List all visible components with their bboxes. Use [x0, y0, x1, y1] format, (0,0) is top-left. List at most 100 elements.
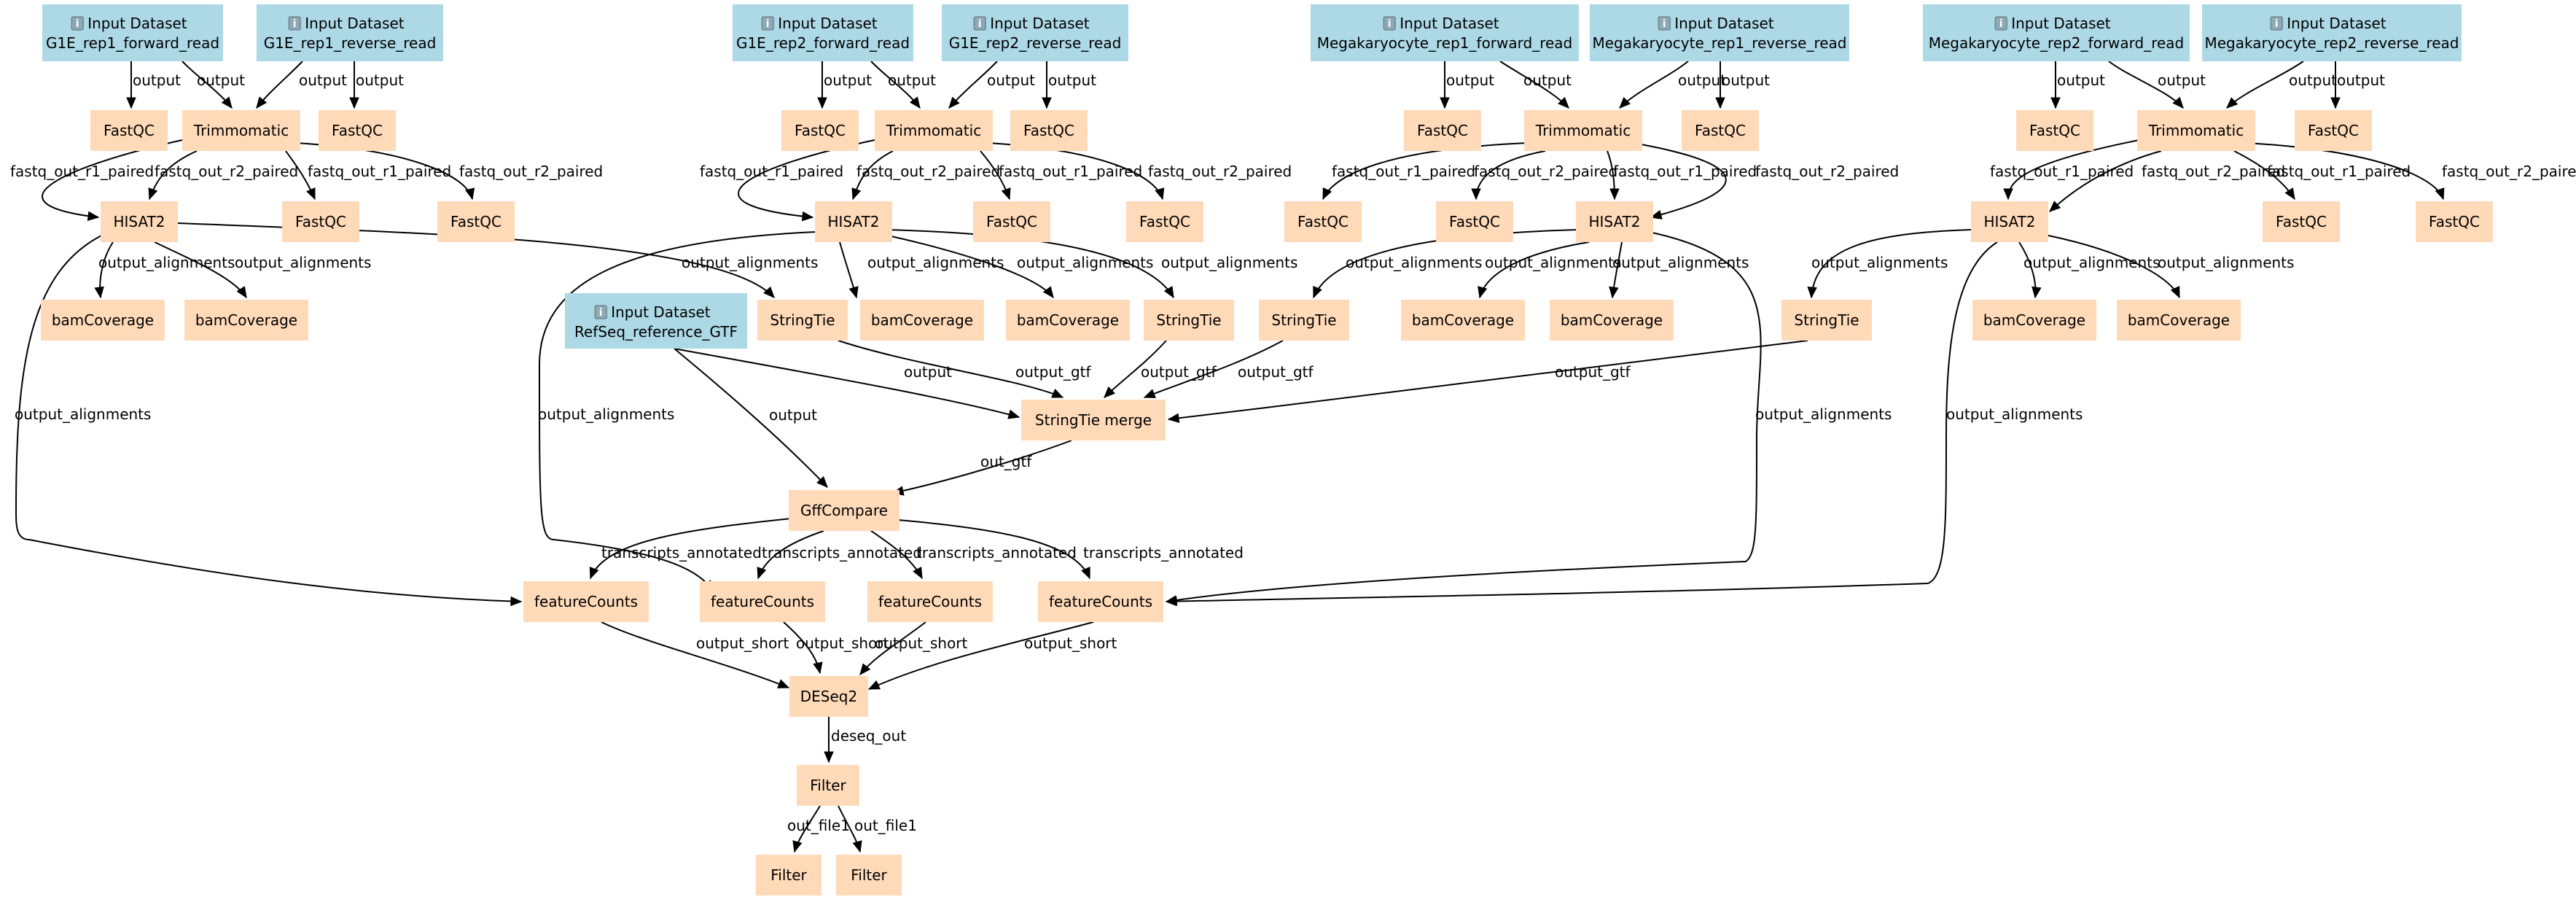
edge-label: fastq_out_r1_paired	[308, 163, 451, 180]
node-label: featureCounts	[878, 593, 982, 610]
node-box	[2416, 201, 2493, 242]
node-label: Filter	[851, 866, 887, 884]
edge-label: fastq_out_r2_paired	[1755, 163, 1899, 180]
node-fq8: FastQC	[2295, 110, 2372, 151]
node-label: FastQC	[795, 122, 846, 139]
node-box	[42, 4, 223, 61]
svg-text:i: i	[978, 18, 982, 30]
node-box	[1284, 201, 1362, 242]
edge-hs4-fc4	[1165, 241, 1998, 607]
edge-label: output_gtf	[1141, 363, 1217, 381]
edge-in2-tr1	[256, 61, 303, 109]
node-fc4: featureCounts	[1038, 581, 1163, 622]
edge-label: output_alignments	[1017, 254, 1153, 271]
info-icon: i	[973, 16, 986, 31]
edge-label: fastq_out_r2_paired	[2142, 163, 2285, 180]
node-box	[1404, 110, 1481, 151]
node-fc1: featureCounts	[523, 581, 649, 622]
edge-label: fastq_out_r1_paired	[1332, 163, 1475, 180]
node-fqg: FastQC	[2263, 201, 2340, 242]
arrowhead-icon	[1001, 187, 1011, 201]
arrowhead-icon	[1155, 187, 1165, 201]
edge-label: output_alignments	[1346, 254, 1482, 271]
arrowhead-icon	[2049, 201, 2061, 212]
node-st2: StringTie	[1144, 300, 1234, 341]
node-box	[875, 110, 993, 151]
edge-label: output_alignments	[15, 405, 151, 423]
arrowhead-icon	[1440, 97, 1450, 109]
node-label: FastQC	[2029, 122, 2080, 139]
edge-line	[1632, 142, 1727, 218]
edge-label: transcripts_annotated	[916, 544, 1077, 562]
edge-label: output_alignments	[2158, 254, 2294, 271]
node-hs4: HISAT2	[1971, 201, 2048, 242]
node-label: featureCounts	[711, 593, 814, 610]
edge-label: output_alignments	[538, 405, 674, 423]
edge-label: output_short	[1024, 634, 1117, 652]
arrowhead-icon	[1807, 287, 1817, 299]
node-label: FastQC	[1297, 213, 1349, 230]
node-label-type: Input Dataset	[2011, 15, 2111, 32]
node-gff: GffCompare	[789, 490, 899, 531]
node-box	[2295, 110, 2372, 151]
node-bc1: bamCoverage	[41, 300, 165, 341]
edge-label: transcripts_annotated	[762, 544, 922, 562]
node-label: StringTie	[1794, 311, 1859, 329]
edge-gff-fc1	[589, 517, 799, 580]
edge-label: output	[824, 71, 872, 89]
node-box	[319, 110, 396, 151]
node-fqh: FastQC	[2416, 201, 2493, 242]
node-fq5: FastQC	[1404, 110, 1481, 151]
arrowhead-icon	[1609, 286, 1619, 299]
svg-text:i: i	[766, 18, 770, 30]
edge-label: output	[769, 406, 817, 424]
node-hs3: HISAT2	[1576, 201, 1653, 242]
node-fo1: Filter	[756, 855, 821, 896]
node-box	[1436, 201, 1513, 242]
edge-hs3-fc3	[1165, 231, 1762, 605]
arrowhead-icon	[777, 679, 790, 688]
node-box	[733, 4, 913, 61]
edge-line	[601, 621, 789, 688]
edge-line	[1166, 231, 1762, 602]
edge-hs1-fc1	[15, 233, 523, 607]
node-fo2: Filter	[836, 855, 902, 896]
edge-line	[2244, 142, 2444, 200]
node-fqe: FastQC	[1284, 201, 1362, 242]
edge-label: output_short	[696, 634, 789, 652]
arrowhead-icon	[859, 663, 871, 675]
edge-in4-fq4	[1042, 61, 1052, 109]
node-box	[860, 300, 984, 341]
node-box	[1144, 300, 1234, 341]
edge-in6-fq6	[1715, 61, 1725, 109]
node-label-type: Input Dataset	[611, 303, 711, 321]
node-bc2: bamCoverage	[184, 300, 308, 341]
edge-fc1-des	[601, 621, 790, 688]
edge-tr1-fqa	[285, 150, 316, 201]
node-box	[282, 201, 359, 242]
info-icon: i	[71, 16, 84, 31]
node-box	[815, 201, 892, 242]
node-label: FastQC	[1139, 213, 1190, 230]
node-label: FastQC	[1023, 122, 1074, 139]
node-bc4: bamCoverage	[1006, 300, 1130, 341]
node-box	[1524, 110, 1642, 151]
edge-tr4-fqg	[2233, 150, 2295, 201]
edge-hs2-st2	[885, 229, 1174, 299]
edge-label: fastq_out_r1_paired	[1613, 163, 1757, 180]
node-box	[1682, 110, 1759, 151]
node-box	[756, 855, 821, 896]
node-label: StringTie	[1271, 311, 1336, 329]
node-label-name: Megakaryocyte_rep1_reverse_read	[1593, 34, 1847, 52]
edge-label: output	[1446, 71, 1494, 89]
edge-label: fastq_out_r2_paired	[155, 163, 298, 180]
edge-fc3-des	[859, 621, 926, 675]
edge-label: fastq_out_r1_paired	[999, 163, 1142, 180]
edge-hs3-bc5	[1478, 241, 1590, 299]
arrowhead-icon	[2050, 97, 2061, 109]
edge-label: output_alignments	[682, 254, 818, 271]
arrowhead-icon	[1165, 596, 1177, 607]
arrowhead-icon	[2435, 187, 2445, 201]
edge-label: output_alignments	[1811, 254, 1948, 271]
